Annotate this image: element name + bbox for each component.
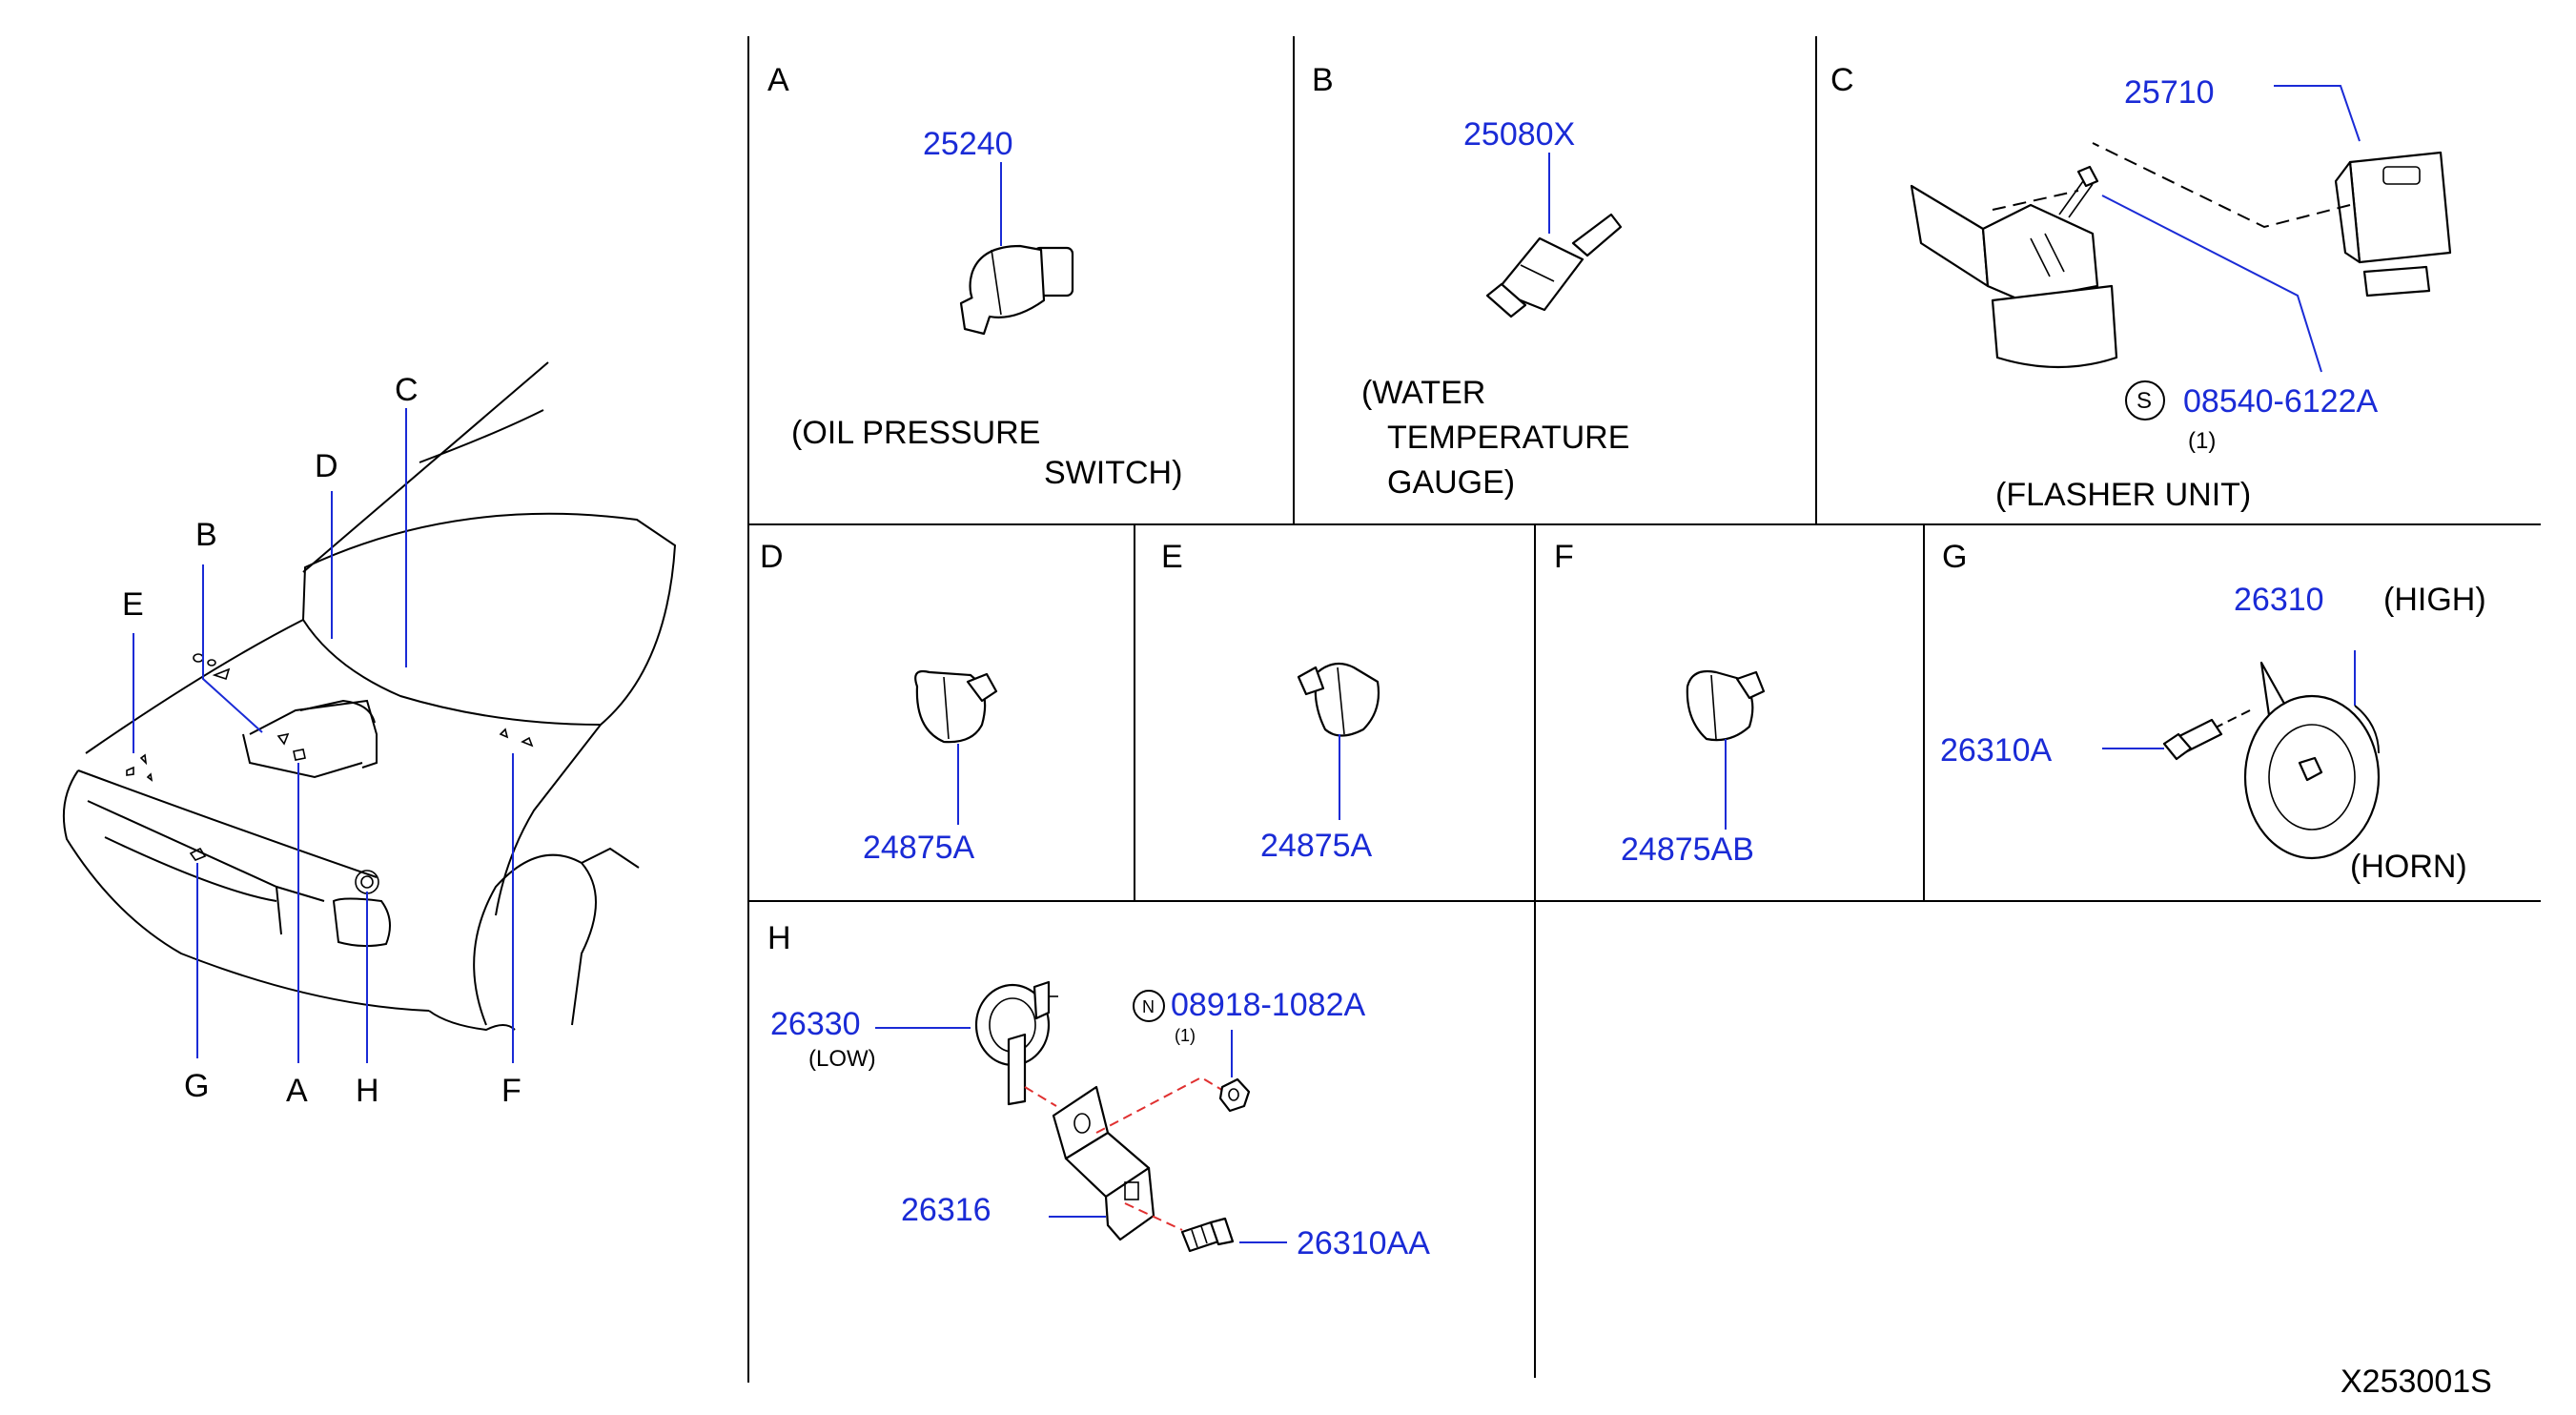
overview-callout-b: B [195,517,217,553]
panel-g-caption: (HORN) [2350,849,2467,885]
flasher-unit-icon [2334,151,2452,297]
water-temperature-gauge-icon [1485,213,1623,318]
panel-h-letter: H [767,920,791,956]
panel-a-letter: A [767,62,789,98]
overview-callout-f: F [501,1073,521,1109]
bracket-icon [1910,184,2118,369]
panel-h-part-number-2: 08918-1082A [1171,987,1366,1023]
nut-icon-h [1218,1077,1251,1113]
overview-callout-a: A [286,1073,308,1109]
panel-grid [747,36,2541,1383]
overview-callout-d: D [315,448,338,484]
panel-g-part-number-1: 26310 [2234,582,2324,618]
panel-f-letter: F [1554,539,1574,575]
panel-g-letter: G [1942,539,1967,575]
panel-g-part-1-note: (HIGH) [2383,582,2486,618]
nut-part-symbol [1133,990,1165,1022]
overview-callout-c: C [395,372,419,408]
panel-e-part-number: 24875A [1260,828,1373,864]
panel-a-caption-1: (OIL PRESSURE [791,415,1040,451]
panel-h-part-1-note: (LOW) [808,1046,876,1072]
oil-pressure-switch-icon [959,244,1074,336]
panel-c-caption: (FLASHER UNIT) [1995,477,2251,513]
panel-h: H 26330 (LOW) N 08918-1082A (1) 26316 [767,920,1430,1261]
diagram-code: X253001S [2341,1364,2492,1400]
panel-g-part-number-2: 26310A [1940,732,2053,769]
panel-b-caption-1: (WATER [1361,375,1485,411]
panel-b-caption-2: TEMPERATURE [1387,420,1629,456]
clip-icon-d [914,669,998,744]
overview-callouts: C D B E G A H F [122,372,521,1109]
overview-callout-leaders [133,408,514,1063]
clip-icon-e [1297,662,1380,737]
bolt-icon-g [2162,718,2223,761]
panel-b: B 25080X (WATER TEMPERATURE GAUGE) [1312,62,1629,501]
panel-d-part-number: 24875A [863,830,975,866]
panel-c-letter: C [1830,62,1854,98]
panel-d: D 24875A [760,539,998,866]
panel-b-caption-3: GAUGE) [1387,464,1515,501]
bolt-icon-h [1180,1217,1235,1253]
panel-c-symbol: S [2136,388,2152,414]
panel-a: A 25240 (OIL PRESSURE SWITCH) [767,62,1182,491]
panel-d-letter: D [760,539,784,575]
panel-h-part-number-1: 26330 [770,1006,861,1042]
panel-e: E 24875A [1161,539,1380,864]
overview-callout-g: G [184,1068,209,1104]
panel-c-part-number-1: 25710 [2124,74,2215,111]
panel-a-caption-2: SWITCH) [1044,455,1182,491]
panel-b-letter: B [1312,62,1334,98]
panel-h-part-number-3: 26316 [901,1192,992,1228]
horn-low-icon [974,980,1058,1106]
panel-h-part-number-4: 26310AA [1297,1225,1430,1261]
panel-f: F 24875AB [1554,539,1766,868]
panel-c-part-number-2: 08540-6122A [2183,383,2379,420]
panel-f-part-number: 24875AB [1621,831,1754,868]
panel-h-symbol: N [1142,997,1155,1016]
panel-c-quantity: (1) [2188,428,2216,454]
panel-e-letter: E [1161,539,1183,575]
panel-h-quantity: (1) [1175,1026,1196,1045]
panel-c: C 25710 S 08540-6122A (1) (FLASHER UNIT [1830,62,2452,513]
panel-g: G 26310 (HIGH) 26310A (HORN) [1940,539,2486,885]
standard-part-symbol [2125,380,2165,420]
bracket-icon-h [1052,1085,1155,1241]
vehicle-overview [62,361,677,1032]
screw-icon [2058,165,2099,218]
overview-callout-h: H [356,1073,379,1109]
overview-callout-e: E [122,586,144,623]
panel-a-part-number: 25240 [923,126,1013,162]
clip-icon-f [1686,669,1766,742]
horn-high-icon [2243,661,2381,860]
panel-b-part-number: 25080X [1463,116,1575,153]
